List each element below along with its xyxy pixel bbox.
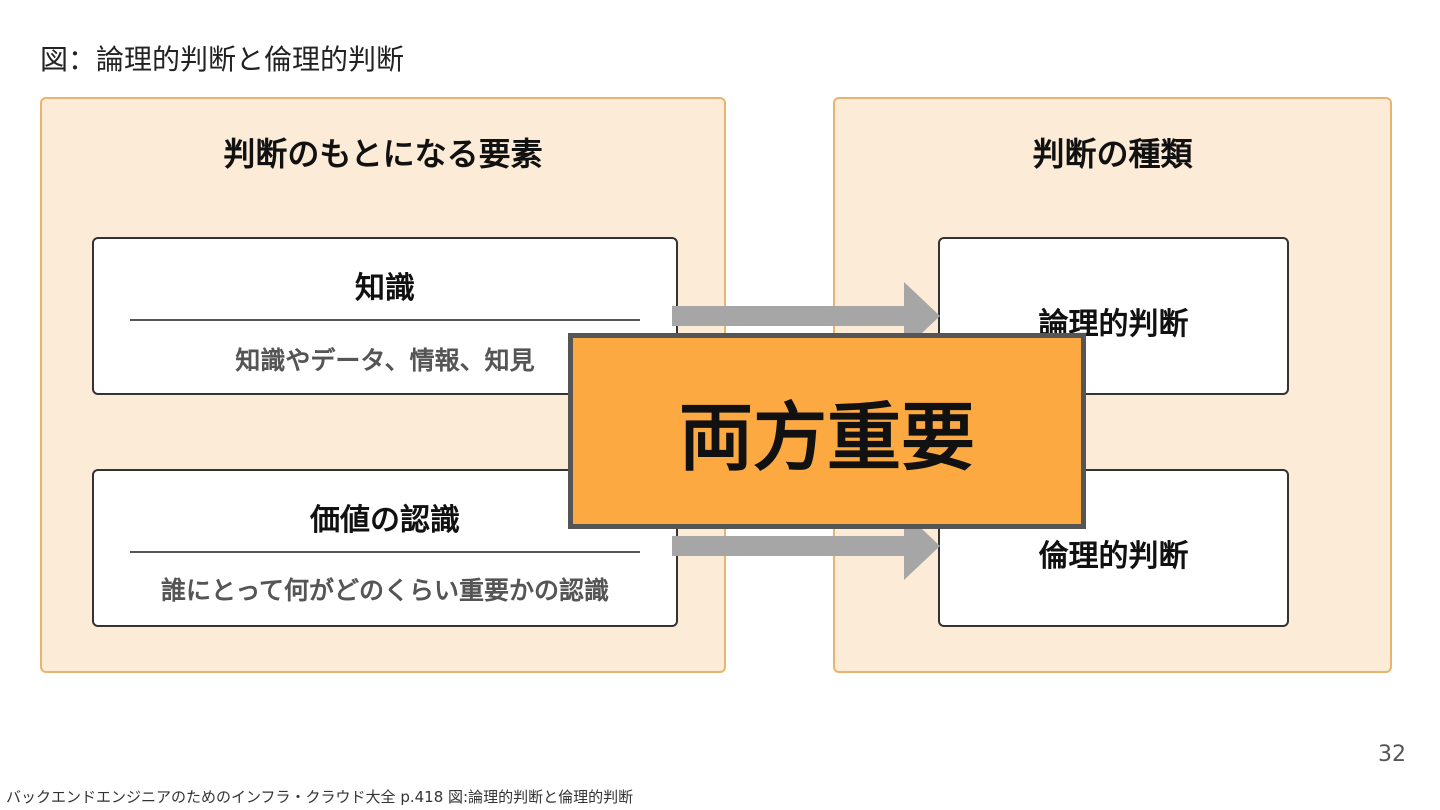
page-number: 32 xyxy=(1378,742,1406,767)
callout-text: 両方重要 xyxy=(679,394,975,481)
element-box-title: 価値の認識 xyxy=(310,503,460,538)
element-box-subtitle: 知識やデータ、情報、知見 xyxy=(235,346,535,375)
element-box-title: 知識 xyxy=(355,271,415,306)
arrow-right-icon xyxy=(672,512,940,580)
element-box-subtitle: 誰にとって何がどのくらい重要かの認識 xyxy=(160,576,609,605)
element-box-divider xyxy=(130,319,640,321)
right-panel: 判断の種類 論理的判断 倫理的判断 xyxy=(833,97,1392,673)
source-citation: バックエンドエンジニアのためのインフラ・クラウド大全 p.418 図:論理的判断… xyxy=(6,788,634,806)
element-box-divider xyxy=(130,551,640,553)
both-important-callout: 両方重要 xyxy=(568,333,1086,529)
figure-title: 図：論理的判断と倫理的判断 xyxy=(40,43,405,76)
right-panel-title: 判断の種類 xyxy=(1032,135,1193,173)
left-panel-title: 判断のもとになる要素 xyxy=(223,135,543,173)
judgment-type-label: 倫理的判断 xyxy=(1038,539,1189,574)
